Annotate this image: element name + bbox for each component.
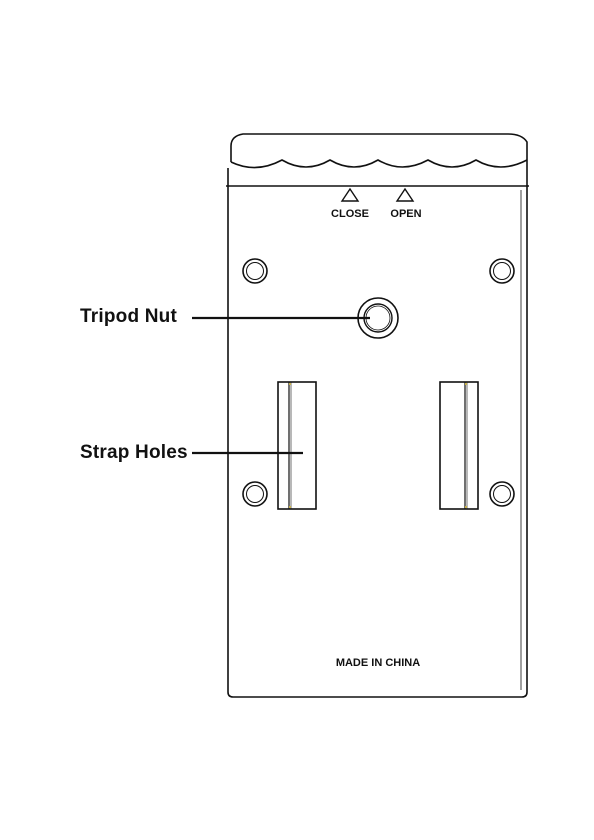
made-in-label: MADE IN CHINA (336, 657, 420, 669)
tripod-nut-callout: Tripod Nut (80, 306, 177, 328)
strap-hole-right (440, 382, 478, 509)
screw-hole-top-right (490, 259, 514, 283)
screw-hole-bottom-left (243, 482, 267, 506)
close-arrow-icon (342, 189, 358, 201)
strap-hole-left (278, 382, 316, 509)
screw-hole-top-left (243, 259, 267, 283)
top-cap (228, 134, 527, 186)
close-label: CLOSE (331, 208, 369, 220)
open-label: OPEN (390, 208, 421, 220)
device-body (226, 186, 529, 697)
screw-hole-bottom-right (490, 482, 514, 506)
open-arrow-icon (397, 189, 413, 201)
strap-holes-callout: Strap Holes (80, 442, 188, 464)
